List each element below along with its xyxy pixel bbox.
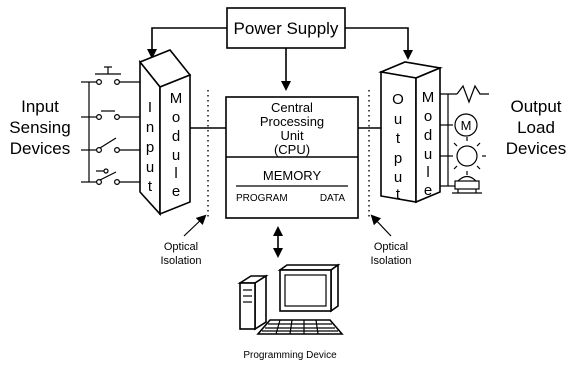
output-module-letter: u [394, 111, 402, 128]
input-module-letter: p [146, 139, 154, 156]
module-letter: e [172, 183, 180, 200]
motor-icon: M [454, 113, 478, 137]
input-module-letter: t [148, 178, 153, 195]
input-switches [81, 66, 140, 186]
output-label-line-3: Devices [506, 139, 566, 158]
optical-isolation-right-label: Optical Isolation [371, 241, 412, 267]
data-label: DATA [320, 193, 346, 204]
optical-right-line-2: Isolation [371, 255, 412, 267]
output-devices: M [440, 84, 489, 194]
pushbutton-switch-icon [81, 66, 140, 85]
horn-icon [452, 175, 482, 194]
output-label-line-2: Load [517, 118, 555, 137]
toggle-switch-icon [81, 137, 140, 154]
heater-icon [456, 84, 489, 104]
module-letter: l [174, 165, 177, 182]
cpu-label-line-1: Central [271, 100, 313, 115]
module-letter: e [424, 182, 432, 199]
normally-open-switch-icon [81, 110, 140, 120]
power-supply-block: Power Supply [226, 7, 346, 49]
optical-isolation-left-pointer [183, 214, 207, 237]
module-letter: l [426, 164, 429, 181]
output-module-letter: p [394, 150, 402, 167]
output-label-line-1: Output [510, 97, 561, 116]
power-lines [147, 27, 413, 91]
module-letter: o [172, 109, 180, 126]
input-label-line-1: Input [21, 97, 59, 116]
memory-label: MEMORY [263, 168, 322, 183]
input-module-letters-col1: I n p u t [146, 99, 154, 195]
input-module-letters-col2: M o d u l e [170, 90, 183, 200]
output-module-letters-col2: M o d u l e [422, 89, 435, 199]
optical-isolation-left-label: Optical Isolation [161, 241, 202, 267]
optical-isolation-right-pointer [370, 214, 392, 237]
program-label: PROGRAM [236, 193, 288, 204]
module-letter: M [422, 89, 435, 106]
limit-switch-icon [81, 168, 140, 186]
cpu-block: Central Processing Unit (CPU) MEMORY PRO… [225, 96, 359, 219]
module-letter: u [424, 146, 432, 163]
power-supply-label: Power Supply [234, 19, 339, 38]
input-label-line-3: Devices [10, 139, 70, 158]
module-letter: M [170, 90, 183, 107]
output-module-letter: t [396, 186, 401, 203]
module-letter: d [172, 128, 180, 145]
lamp-icon [453, 137, 486, 175]
programming-device-label: Programming Device [243, 350, 337, 361]
output-load-devices-label: Output Load Devices [506, 97, 566, 158]
motor-symbol: M [461, 118, 472, 133]
cpu-label-line-2: Processing [260, 114, 324, 129]
module-letter: u [172, 147, 180, 164]
output-module-letter: u [394, 169, 402, 186]
cpu-label-line-3: Unit [280, 128, 304, 143]
optical-left-line-1: Optical [164, 241, 198, 253]
output-module-letter: O [392, 91, 404, 108]
module-letter: o [424, 108, 432, 125]
input-module-letter: n [146, 119, 154, 136]
module-letter: d [424, 127, 432, 144]
input-sensing-devices-label: Input Sensing Devices [9, 97, 70, 158]
optical-left-line-2: Isolation [161, 255, 202, 267]
cpu-label-line-4: (CPU) [274, 142, 310, 157]
computer-icon [237, 263, 344, 335]
output-module-letter: t [396, 130, 401, 147]
input-label-line-2: Sensing [9, 118, 70, 137]
input-module-letter: I [148, 99, 152, 116]
optical-right-line-1: Optical [374, 241, 408, 253]
output-module-letters-col1: O u t p u t [392, 91, 404, 203]
input-module-letter: u [146, 159, 154, 176]
output-module: O u t p u t M o d u l e [378, 61, 443, 204]
input-module: I n p u t M o d u l e [138, 49, 192, 217]
